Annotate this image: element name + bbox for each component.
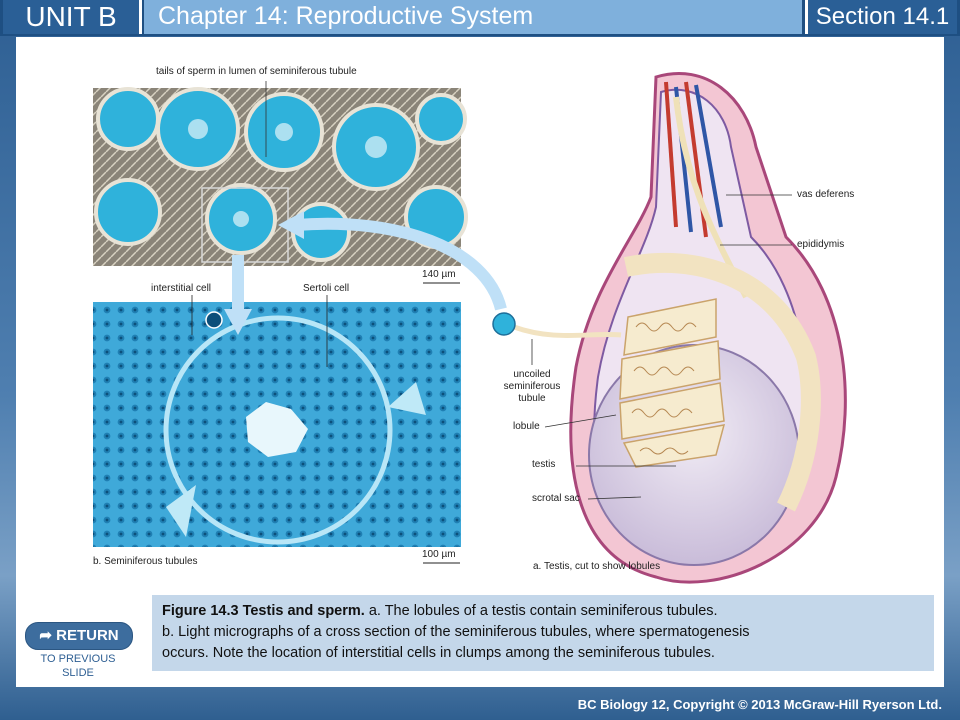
tails-of-sperm-label: tails of sperm in lumen of seminiferous … xyxy=(156,66,357,77)
scrotal-sac-label: scrotal sac xyxy=(532,493,580,504)
uncoiled-line-2: seminiferous xyxy=(503,381,561,392)
top-micrograph xyxy=(93,81,468,284)
figure-diagram xyxy=(93,72,847,584)
caption-line2: b. Light micrographs of a cross section … xyxy=(162,624,750,640)
copyright-footer: BC Biology 12, Copyright © 2013 McGraw-H… xyxy=(577,697,942,712)
chapter-title: Chapter 14: Reproductive System xyxy=(144,0,802,34)
unit-title: UNIT B xyxy=(3,0,142,34)
panel-b-label: b. Seminiferous tubules xyxy=(93,556,198,567)
slide-content: tails of sperm in lumen of seminiferous … xyxy=(16,37,944,687)
interstitial-cell-label: interstitial cell xyxy=(151,283,212,294)
return-button[interactable]: ➦ RETURN xyxy=(25,622,133,650)
header-bar: UNIT B Chapter 14: Reproductive System S… xyxy=(0,0,960,36)
return-arrow-icon: ➦ xyxy=(39,627,52,644)
figure-caption: Figure 14.3 Testis and sperm. a. The lob… xyxy=(152,595,934,671)
lobule-label: lobule xyxy=(513,421,540,432)
zoom-arrows xyxy=(224,211,507,335)
uncoiled-tubule-label: uncoiled seminiferous tubule xyxy=(496,369,568,405)
return-sub-line1: TO PREVIOUS xyxy=(40,653,116,665)
uncoiled-line-3: tubule xyxy=(518,393,546,404)
bottom-micrograph xyxy=(93,295,461,564)
return-sub-line2: SLIDE xyxy=(62,667,94,679)
bottom-scale-label: 100 µm xyxy=(422,549,456,560)
vas-deferens-label: vas deferens xyxy=(797,189,855,200)
uncoiled-line-1: uncoiled xyxy=(513,369,551,380)
testis-label: testis xyxy=(532,459,556,470)
return-subtext: TO PREVIOUS SLIDE xyxy=(22,652,134,680)
return-label: RETURN xyxy=(56,627,119,644)
top-scale-label: 140 µm xyxy=(422,269,456,280)
caption-line1: a. The lobules of a testis contain semin… xyxy=(364,603,718,619)
section-title: Section 14.1 xyxy=(805,0,957,34)
panel-a-label: a. Testis, cut to show lobules xyxy=(533,561,661,572)
caption-line3: occurs. Note the location of interstitia… xyxy=(162,645,715,661)
testis-illustration xyxy=(492,72,847,584)
caption-title: Figure 14.3 Testis and sperm. xyxy=(162,603,365,619)
epididymis-label: epididymis xyxy=(797,239,845,250)
sertoli-cell-label: Sertoli cell xyxy=(303,283,350,294)
